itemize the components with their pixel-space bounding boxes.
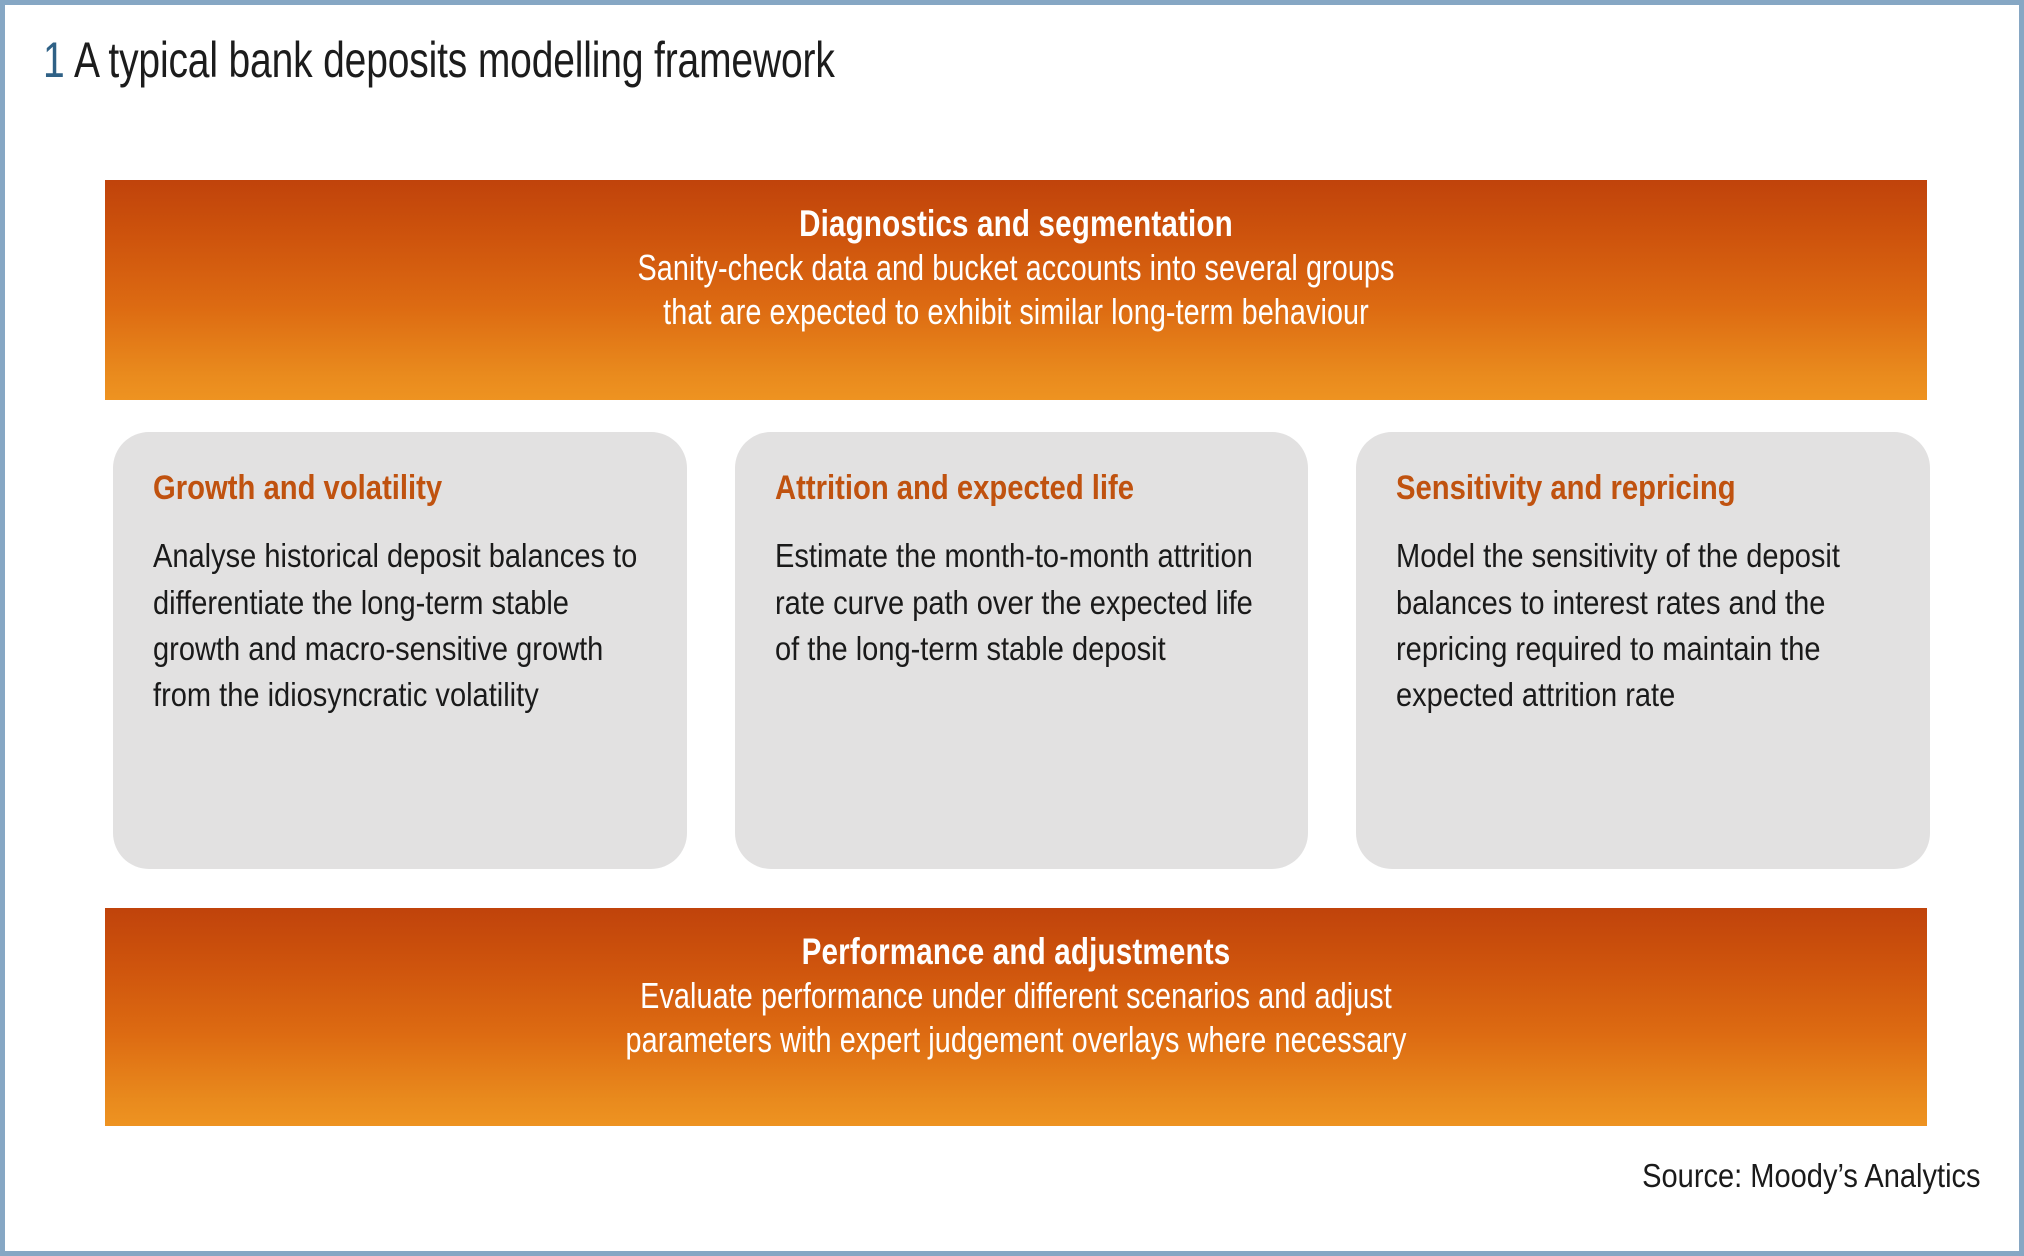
top-banner-line-2: that are expected to exhibit similar lon… xyxy=(663,291,1369,333)
card-body: Analyse historical deposit balances to d… xyxy=(153,537,638,713)
figure-title: 1 A typical bank deposits modelling fram… xyxy=(43,31,1050,89)
card-sensitivity-and-repricing: Sensitivity and repricing Model the sens… xyxy=(1356,432,1931,869)
card-attrition-and-expected-life: Attrition and expected life Estimate the… xyxy=(734,432,1309,869)
top-banner: Diagnostics and segmentation Sanity-chec… xyxy=(105,180,1927,400)
page-title: A typical bank deposits modelling framew… xyxy=(74,32,835,88)
card-body: Estimate the month-to-month attrition ra… xyxy=(774,537,1253,667)
card-growth-and-volatility: Growth and volatility Analyse historical… xyxy=(113,432,687,869)
card-body: Model the sensitivity of the deposit bal… xyxy=(1396,537,1841,713)
bottom-banner-title: Performance and adjustments xyxy=(801,931,1231,972)
bottom-banner-line-2: parameters with expert judgement overlay… xyxy=(625,1019,1407,1061)
card-title: Attrition and expected life xyxy=(774,469,1134,507)
card-title: Sensitivity and repricing xyxy=(1396,469,1736,507)
card-rail: Growth and volatility Analyse historical… xyxy=(113,432,1931,869)
figure-number: 1 xyxy=(43,32,65,88)
bottom-banner-line-1: Evaluate performance under different sce… xyxy=(640,974,1392,1016)
source-note: Source: Moody’s Analytics xyxy=(1642,1157,1981,1194)
bottom-banner: Performance and adjustments Evaluate per… xyxy=(105,908,1927,1126)
top-banner-title: Diagnostics and segmentation xyxy=(799,203,1233,244)
card-title: Growth and volatility xyxy=(153,469,443,507)
top-banner-line-1: Sanity-check data and bucket accounts in… xyxy=(637,246,1395,288)
